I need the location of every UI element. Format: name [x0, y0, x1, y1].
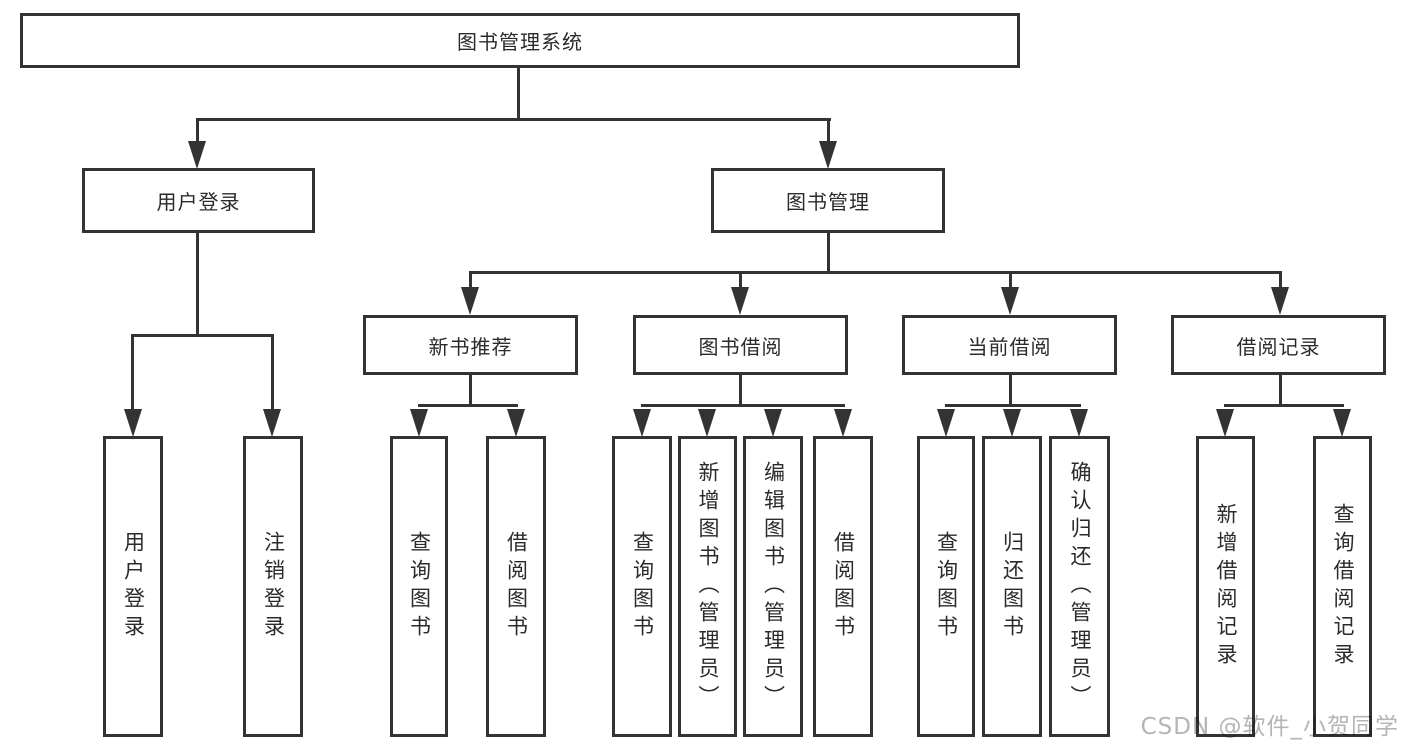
- connector-book-mgmt-branch: [469, 271, 1282, 274]
- leaf-user-login: 用户登录: [103, 436, 163, 737]
- arrow-down-icon: [410, 409, 428, 437]
- connector-group-branch: [641, 404, 845, 407]
- connector-l3-trunk: [739, 373, 742, 407]
- leaf-logout: 注销登录: [243, 436, 303, 737]
- arrow-down-icon: [937, 409, 955, 437]
- leaf-return-books: 归还图书: [982, 436, 1042, 737]
- arrow-down-icon: [633, 409, 651, 437]
- arrow-down-icon: [461, 287, 479, 315]
- connector-book-mgmt-trunk: [827, 231, 830, 274]
- node-label: 确认归还（管理员）: [1068, 460, 1092, 713]
- node-label: 借阅图书: [831, 530, 856, 643]
- connector-group-branch: [418, 404, 518, 407]
- node-label: 图书管理: [786, 190, 870, 214]
- arrow-down-icon: [834, 409, 852, 437]
- arrow-down-icon: [1333, 409, 1351, 437]
- node-label: 当前借阅: [967, 334, 1052, 359]
- connector-user-login-branch: [131, 334, 274, 337]
- connector-l3-trunk: [1279, 373, 1282, 407]
- node-borrowing-records: 借阅记录: [1171, 315, 1386, 375]
- connector-stub-leaf: [271, 334, 274, 410]
- leaf-query-books-3: 查询图书: [917, 436, 975, 737]
- node-label: 查询图书: [407, 530, 432, 643]
- node-user-login: 用户登录: [82, 168, 315, 233]
- node-label: 查询图书: [630, 530, 655, 643]
- node-label: 归还图书: [1000, 530, 1025, 643]
- node-label: 新书推荐: [428, 334, 513, 359]
- connector-root-branch: [196, 118, 831, 121]
- node-label: 查询借阅记录: [1331, 502, 1355, 671]
- connector-stub-level3: [1009, 271, 1012, 289]
- csdn-watermark: CSDN @软件_小贺同学: [1140, 714, 1399, 740]
- leaf-add-books-admin: 新增图书（管理员）: [678, 436, 737, 737]
- arrow-down-icon: [507, 409, 525, 437]
- arrow-down-icon: [698, 409, 716, 437]
- node-label: 借阅记录: [1236, 334, 1321, 359]
- leaf-add-borrow-record: 新增借阅记录: [1196, 436, 1255, 737]
- node-label: 新增图书（管理员）: [696, 460, 720, 713]
- node-root-library-system: 图书管理系统: [20, 13, 1020, 68]
- leaf-confirm-return-admin: 确认归还（管理员）: [1049, 436, 1110, 737]
- node-label: 新增借阅记录: [1214, 502, 1238, 671]
- connector-user-login-trunk: [196, 231, 199, 337]
- node-label: 用户登录: [121, 530, 146, 643]
- connector-group-branch: [945, 404, 1081, 407]
- node-label: 用户登录: [156, 190, 241, 214]
- leaf-query-books-2: 查询图书: [612, 436, 672, 737]
- arrow-down-icon: [731, 287, 749, 315]
- node-label: 图书管理系统: [457, 30, 583, 54]
- leaf-borrow-books-2: 借阅图书: [813, 436, 873, 737]
- node-new-book-recommend: 新书推荐: [363, 315, 578, 375]
- node-book-management: 图书管理: [711, 168, 945, 233]
- leaf-query-borrow-record: 查询借阅记录: [1313, 436, 1372, 737]
- arrow-down-icon: [1001, 287, 1019, 315]
- connector-root-trunk: [517, 66, 520, 120]
- arrow-down-icon: [1271, 287, 1289, 315]
- connector-group-branch: [1224, 404, 1344, 407]
- arrow-down-icon: [1003, 409, 1021, 437]
- connector-stub-level3: [739, 271, 742, 289]
- connector-l3-trunk: [469, 373, 472, 407]
- node-label: 查询图书: [934, 530, 959, 643]
- connector-stub-book-mgmt: [827, 118, 830, 142]
- connector-stub-leaf: [131, 334, 134, 410]
- arrow-down-icon: [764, 409, 782, 437]
- arrow-down-icon: [819, 141, 837, 169]
- leaf-borrow-books-1: 借阅图书: [486, 436, 546, 737]
- node-current-borrowing: 当前借阅: [902, 315, 1117, 375]
- node-label: 编辑图书（管理员）: [761, 460, 786, 713]
- connector-stub-level3: [469, 271, 472, 289]
- connector-l3-trunk: [1009, 373, 1012, 407]
- leaf-edit-books-admin: 编辑图书（管理员）: [743, 436, 803, 737]
- arrow-down-icon: [124, 409, 142, 437]
- arrow-down-icon: [263, 409, 281, 437]
- arrow-down-icon: [1070, 409, 1088, 437]
- node-book-borrowing: 图书借阅: [633, 315, 848, 375]
- node-label: 图书借阅: [698, 334, 783, 359]
- leaf-query-books-1: 查询图书: [390, 436, 448, 737]
- connector-stub-level3: [1279, 271, 1282, 289]
- arrow-down-icon: [1216, 409, 1234, 437]
- node-label: 借阅图书: [504, 530, 529, 643]
- connector-stub-user-login: [196, 118, 199, 142]
- arrow-down-icon: [188, 141, 206, 169]
- node-label: 注销登录: [261, 530, 286, 643]
